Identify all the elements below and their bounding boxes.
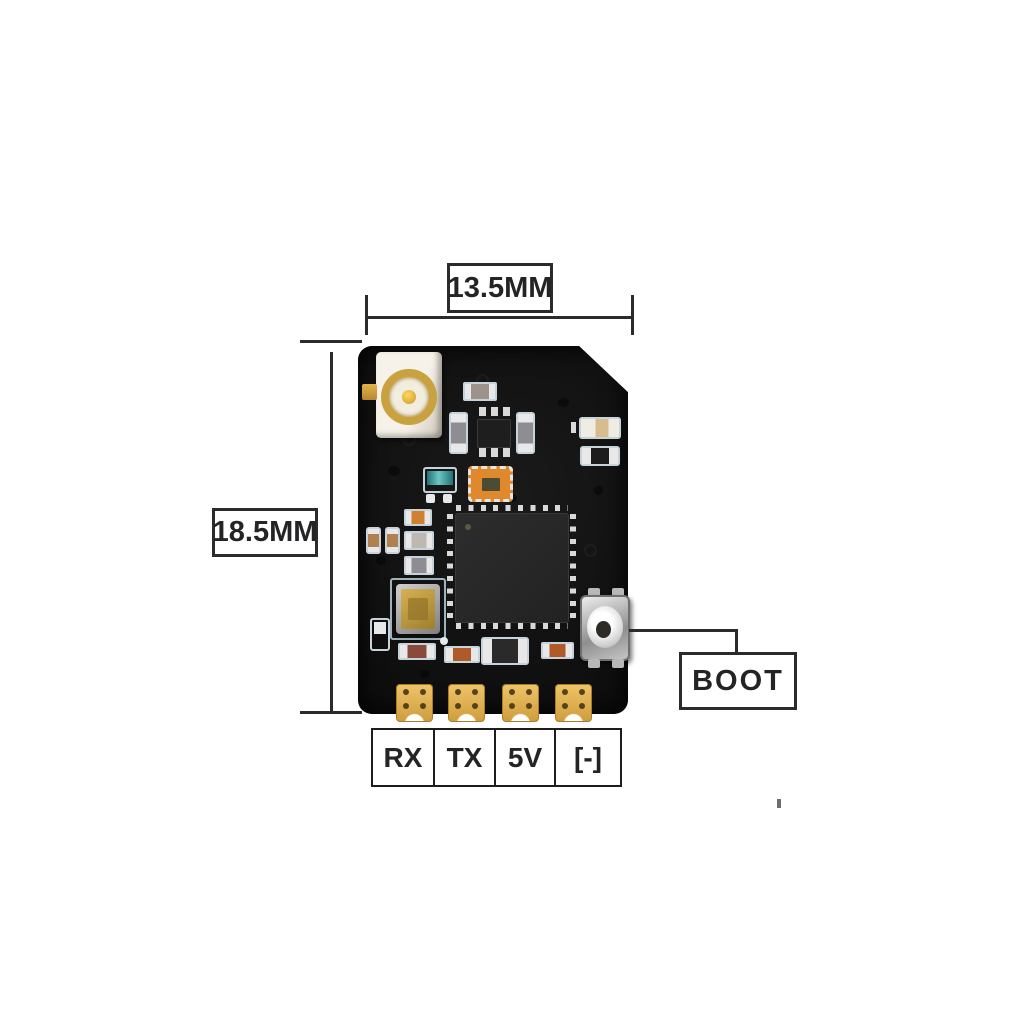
- smd-component: [404, 509, 432, 526]
- crystal-oscillator: [396, 584, 440, 634]
- capacitor: [449, 412, 468, 454]
- ufl-center-pin: [402, 390, 416, 404]
- smd-capacitor: [481, 637, 529, 665]
- capacitor: [516, 412, 535, 454]
- smd-resistor: [463, 382, 497, 401]
- pin-label-5v: 5V: [494, 728, 556, 787]
- sot-pin: [491, 448, 498, 457]
- main-ic-pin1-dot: [465, 524, 471, 530]
- switch-leg: [612, 588, 624, 597]
- board-texture: [420, 670, 429, 678]
- pin-label-gnd-text: [-]: [574, 741, 602, 773]
- boot-callout-line-h: [629, 629, 738, 632]
- solder-pad: [443, 494, 452, 503]
- regulator-ic: [477, 419, 511, 448]
- board-texture: [388, 466, 400, 476]
- board-texture: [376, 556, 386, 565]
- sot-pin: [503, 448, 510, 457]
- pin-label-row: RX TX 5V [-]: [371, 728, 622, 787]
- switch-leg: [588, 588, 600, 597]
- boot-label: BOOT: [679, 652, 797, 710]
- solder-pad-5v: [502, 684, 539, 722]
- width-dimension-line: [368, 316, 632, 319]
- via-dot: [440, 637, 448, 645]
- height-dimension-tick-bottom: [300, 711, 362, 714]
- crystal-outline: [390, 578, 446, 640]
- width-dimension-tick-right: [631, 295, 634, 335]
- pin-label-tx-text: TX: [446, 741, 483, 773]
- smd-resistor: [444, 646, 480, 663]
- crystal-marking: [408, 598, 428, 620]
- boot-button-center: [596, 621, 611, 638]
- width-dimension-label: 13.5MM: [447, 263, 553, 313]
- board-texture: [558, 398, 569, 407]
- stray-mark: [777, 799, 781, 808]
- switch-leg: [588, 659, 600, 668]
- pin-label-tx: TX: [433, 728, 496, 787]
- pin-label-5v-text: 5V: [507, 741, 543, 773]
- capacitor: [580, 446, 620, 466]
- height-dimension-label: 18.5MM: [212, 508, 318, 557]
- width-dimension-text: 13.5MM: [447, 271, 553, 304]
- crystal-body: [401, 589, 435, 629]
- height-dimension-line: [330, 352, 333, 711]
- main-ic-pins-bottom: [456, 623, 568, 629]
- receiver-pcb: [358, 346, 630, 722]
- pin-label-rx: RX: [371, 728, 435, 787]
- solder-pad: [370, 618, 390, 651]
- boot-label-text: BOOT: [692, 664, 784, 697]
- smd-component: [404, 556, 434, 575]
- oscillator-marking: [482, 478, 500, 491]
- sot-pin: [479, 448, 486, 457]
- led-component: [579, 417, 621, 439]
- solder-pad-rx: [396, 684, 433, 722]
- smd-resistor: [541, 642, 574, 659]
- solder-pad-tx: [448, 684, 485, 722]
- teal-capacitor: [423, 467, 457, 493]
- smd-resistor: [398, 643, 436, 660]
- main-ic-pins-top: [456, 505, 568, 511]
- boot-callout-line-v: [735, 629, 738, 655]
- solder-pad-gnd: [555, 684, 592, 722]
- board-texture: [594, 486, 603, 495]
- capacitor: [385, 527, 400, 554]
- sot-pin: [479, 407, 486, 416]
- sot-pin: [503, 407, 510, 416]
- orange-oscillator: [468, 466, 513, 502]
- boot-button: [580, 595, 630, 661]
- width-dimension-tick-left: [365, 295, 368, 335]
- ufl-antenna-connector: [376, 352, 442, 438]
- height-dimension-tick-top: [300, 340, 362, 343]
- capacitor: [366, 527, 381, 554]
- height-dimension-text: 18.5MM: [212, 516, 318, 548]
- main-ic: [455, 513, 569, 623]
- pin-label-gnd: [-]: [554, 728, 622, 787]
- solder-pad: [426, 494, 435, 503]
- sot-pin: [491, 407, 498, 416]
- ufl-side-pin: [362, 384, 377, 400]
- switch-leg: [612, 659, 624, 668]
- pin-label-rx-text: RX: [383, 741, 423, 773]
- board-texture: [584, 544, 597, 557]
- main-ic-pins-left: [447, 514, 453, 620]
- main-ic-pins-right: [570, 514, 576, 620]
- solder-tick: [571, 422, 576, 433]
- smd-component: [404, 531, 434, 550]
